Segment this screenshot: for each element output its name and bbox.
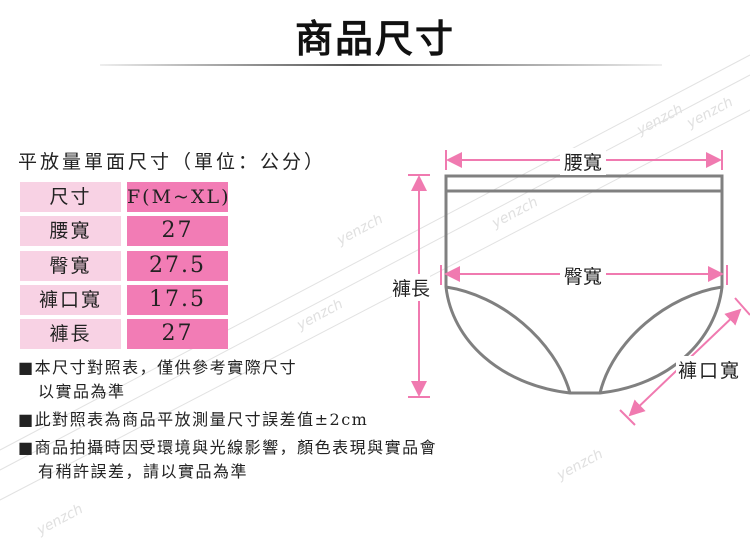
row-label: 腰寬 xyxy=(20,216,121,246)
row-label: 臀寬 xyxy=(20,251,121,281)
note-line: 以實品為準 xyxy=(38,382,126,401)
note-line: ■此對照表為商品平放測量尺寸誤差值±2cm xyxy=(18,410,369,429)
note-line: ■本尺寸對照表，僅供參考實際尺寸 xyxy=(18,358,298,377)
page-title: 商品尺寸 xyxy=(294,16,455,61)
table-subtitle: 平放量單面尺寸（單位：公分） xyxy=(18,151,327,173)
row-value: 27.5 xyxy=(127,251,228,281)
row-value: 17.5 xyxy=(127,285,228,315)
row-value: 27 xyxy=(127,216,228,246)
row-label: 褲長 xyxy=(20,319,121,349)
row-label: 尺寸 xyxy=(20,182,121,212)
notes: ■本尺寸對照表，僅供參考實際尺寸 以實品為準 ■此對照表為商品平放測量尺寸誤差值… xyxy=(18,356,437,484)
hip-label: 臀寬 xyxy=(560,262,607,289)
title-divider xyxy=(100,64,662,66)
length-label: 褲長 xyxy=(392,274,431,301)
waist-label: 腰寬 xyxy=(560,148,607,175)
note-line: ■商品拍攝時因受環境與光線影響，顏色表現與實品會 xyxy=(18,438,438,457)
leg-opening-label: 褲口寬 xyxy=(676,356,744,383)
note-line: 有稍許誤差，請以實品為準 xyxy=(38,462,249,481)
row-label: 褲口寬 xyxy=(20,285,121,315)
row-value: 27 xyxy=(127,319,228,349)
row-value: F(M~XL) xyxy=(127,182,229,212)
